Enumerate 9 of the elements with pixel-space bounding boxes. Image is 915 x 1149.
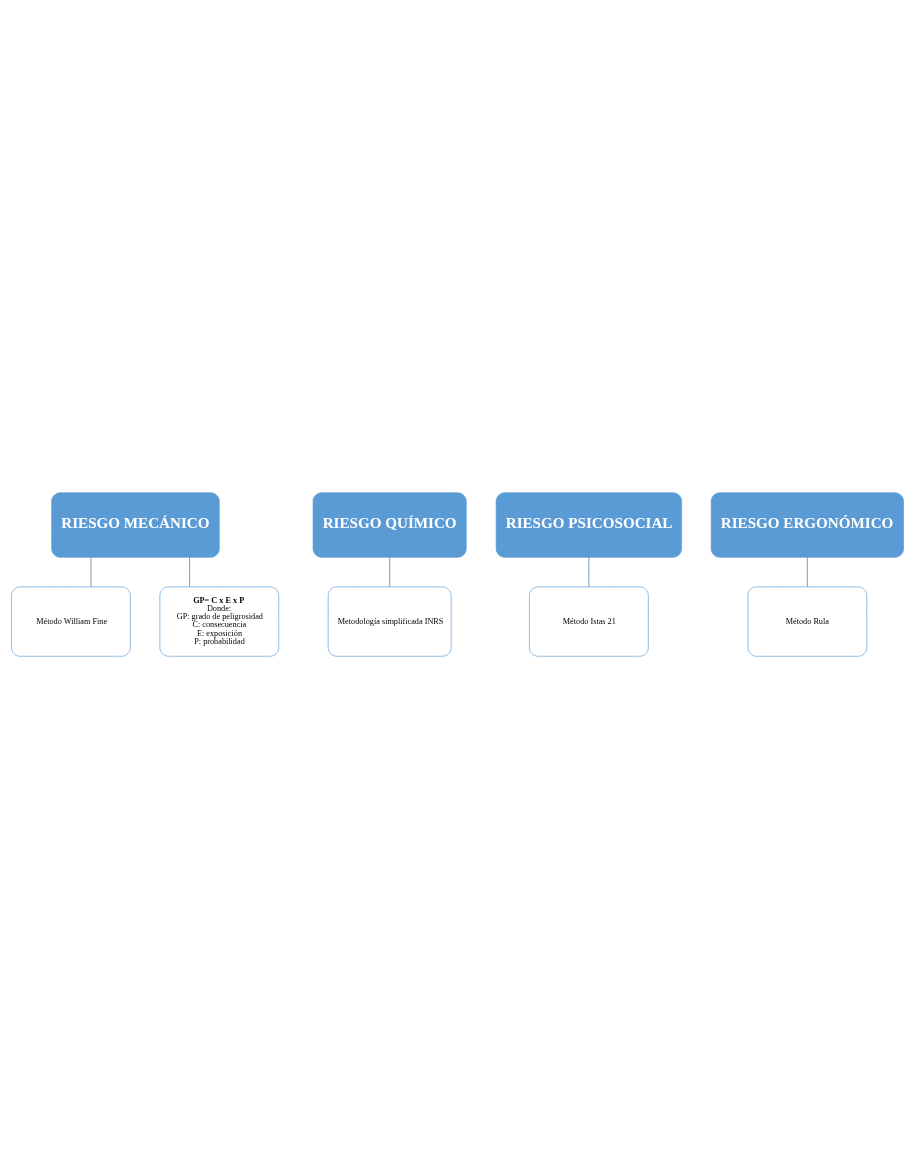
connector xyxy=(588,557,590,588)
connector xyxy=(807,557,808,588)
node-box: RIESGO PSICOSOCIAL xyxy=(495,492,682,558)
connector xyxy=(189,557,190,588)
node-box: RIESGO QUÍMICO xyxy=(312,492,467,558)
node-box: RIESGO MECÁNICO xyxy=(51,492,220,558)
connector xyxy=(90,557,92,588)
node-box: RIESGO ERGONÓMICO xyxy=(710,492,904,558)
connector xyxy=(389,557,390,588)
